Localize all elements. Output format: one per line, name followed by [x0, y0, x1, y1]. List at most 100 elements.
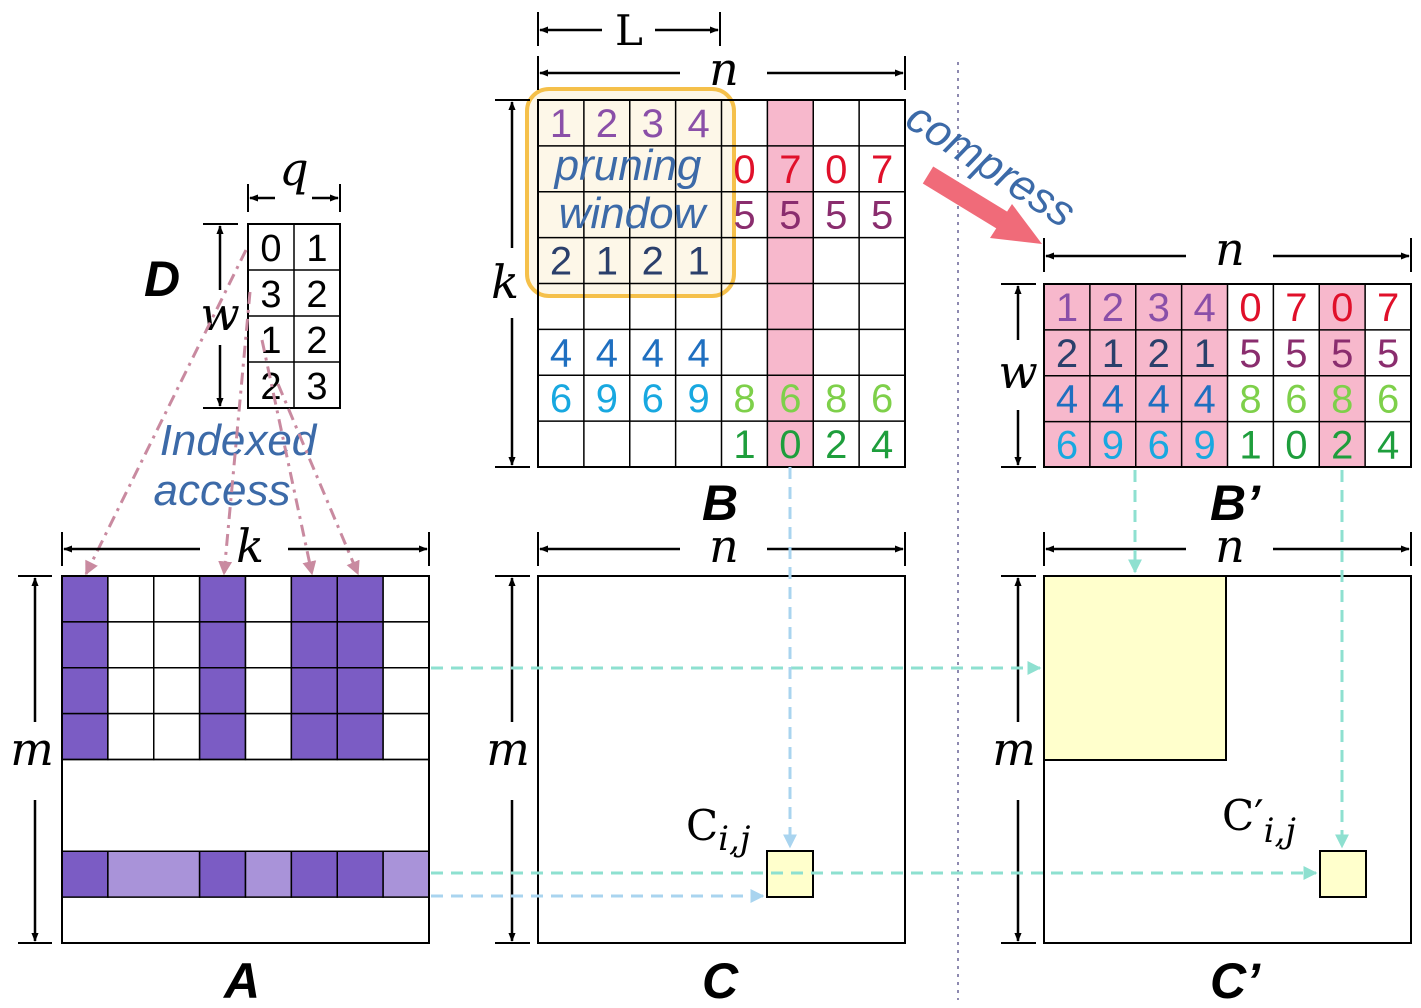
A-label: A — [222, 953, 260, 1008]
D-cell-value: 1 — [260, 320, 281, 362]
A-cell — [244, 667, 293, 715]
B-cell-value: 5 — [871, 194, 893, 238]
B-cell-value: 2 — [825, 423, 847, 467]
Bp-cell-value: 1 — [1102, 332, 1124, 376]
A-cell — [336, 667, 384, 715]
A-cell — [61, 621, 109, 669]
B-k-label: k — [491, 255, 519, 309]
Bp-cell-bg — [1181, 421, 1228, 468]
A-cell — [153, 621, 201, 669]
Bp-cell-bg — [1135, 329, 1182, 376]
Bp-cell-value: 0 — [1285, 424, 1307, 468]
A-cell — [61, 712, 109, 761]
Bp-cell-bg — [1273, 421, 1320, 468]
C-label: C — [702, 953, 739, 1008]
A-cell — [107, 621, 155, 669]
A-outline — [61, 575, 430, 944]
D-cell-value: 3 — [260, 274, 281, 316]
Bp-cell-value: 2 — [1148, 332, 1170, 376]
C-ij-label: Ci,j — [686, 801, 751, 859]
B-cell-value: 8 — [825, 377, 847, 421]
Bp-cell-bg — [1044, 329, 1090, 376]
L-label: L — [615, 6, 643, 55]
Cp-m-label: m — [992, 722, 1036, 776]
B-cell-value: 2 — [642, 240, 664, 284]
Bp-cell-bg — [1319, 375, 1366, 422]
Bp-cell-bg — [1135, 284, 1182, 330]
Bp-cell-value: 0 — [1239, 286, 1261, 330]
Bp-cell-value: 2 — [1056, 332, 1078, 376]
C-prime-label: C’ — [1210, 953, 1261, 1008]
A-cell — [107, 667, 155, 715]
Bp-cell-value: 6 — [1148, 424, 1170, 468]
B-n-label: n — [709, 42, 739, 96]
A-cell — [61, 667, 109, 715]
Bp-cell-value: 0 — [1331, 286, 1353, 330]
A-cell — [290, 575, 338, 623]
B-cell-value: 4 — [596, 331, 618, 375]
Bp-cell-bg — [1365, 421, 1411, 468]
Bp-cell-bg — [1319, 329, 1366, 376]
B-cell-value: 6 — [550, 377, 572, 421]
Bp-cell-bg — [1227, 329, 1274, 376]
D-label: D — [144, 251, 180, 307]
A-row-cell — [198, 850, 247, 898]
Bp-cell-bg — [1181, 329, 1228, 376]
B-cell-value: 0 — [733, 148, 755, 192]
access-label: access — [154, 466, 291, 515]
B-cell-value: 6 — [642, 377, 664, 421]
Bp-cell-value: 5 — [1239, 332, 1261, 376]
Bp-w-label: w — [998, 345, 1037, 399]
B-cell-value: 4 — [687, 331, 709, 375]
C-m-label: m — [486, 722, 530, 776]
Bp-cell-value: 4 — [1193, 378, 1215, 422]
pruning-label: pruning — [553, 141, 702, 190]
A-cell — [198, 621, 247, 669]
Bp-cell-bg — [1089, 375, 1136, 422]
flow-arrows — [431, 467, 1349, 903]
Bp-cell-value: 3 — [1148, 286, 1170, 330]
B-cell-value: 0 — [825, 148, 847, 192]
A-row-cell — [290, 850, 338, 898]
Bp-cell-bg — [1365, 329, 1411, 376]
C-outline — [537, 575, 906, 944]
A-cell — [336, 621, 384, 669]
A-cell — [153, 712, 201, 761]
Bp-cell-value: 1 — [1239, 424, 1261, 468]
Bp-cell-value: 5 — [1285, 332, 1307, 376]
Bp-cell-value: 5 — [1331, 332, 1353, 376]
Bp-cell-value: 4 — [1377, 424, 1399, 468]
A-cell — [244, 575, 293, 623]
A-row-cell — [244, 850, 293, 898]
Cp-outline — [1043, 575, 1412, 944]
B-cell-value: 1 — [596, 240, 618, 284]
A-row-cell — [107, 850, 201, 898]
Bp-cell-bg — [1089, 329, 1136, 376]
Bp-cell-bg — [1227, 375, 1274, 422]
Bp-cell-bg — [1273, 284, 1320, 330]
B-cell-value: 6 — [871, 377, 893, 421]
Bp-cell-value: 9 — [1102, 424, 1124, 468]
Bp-cell-value: 4 — [1148, 378, 1170, 422]
D-cell-value: 2 — [306, 320, 327, 362]
A-cell — [382, 621, 430, 669]
Bp-cell-bg — [1273, 375, 1320, 422]
B-grid — [538, 100, 905, 467]
Bp-cell-bg — [1365, 375, 1411, 422]
A-cell — [382, 667, 430, 715]
Bp-cell-bg — [1319, 421, 1366, 468]
A-cell — [336, 712, 384, 761]
B-cell-value: 3 — [642, 102, 664, 146]
Bp-cell-value: 8 — [1331, 378, 1353, 422]
B-cell-value: 1 — [733, 423, 755, 467]
A-cell — [336, 575, 384, 623]
A-cell — [244, 712, 293, 761]
Bp-cell-value: 6 — [1056, 424, 1078, 468]
Bp-n-label: n — [1215, 222, 1245, 276]
window-label: window — [559, 189, 709, 238]
Bp-cell-bg — [1319, 284, 1366, 330]
Cp-ij-label: C′i,j — [1222, 791, 1296, 851]
